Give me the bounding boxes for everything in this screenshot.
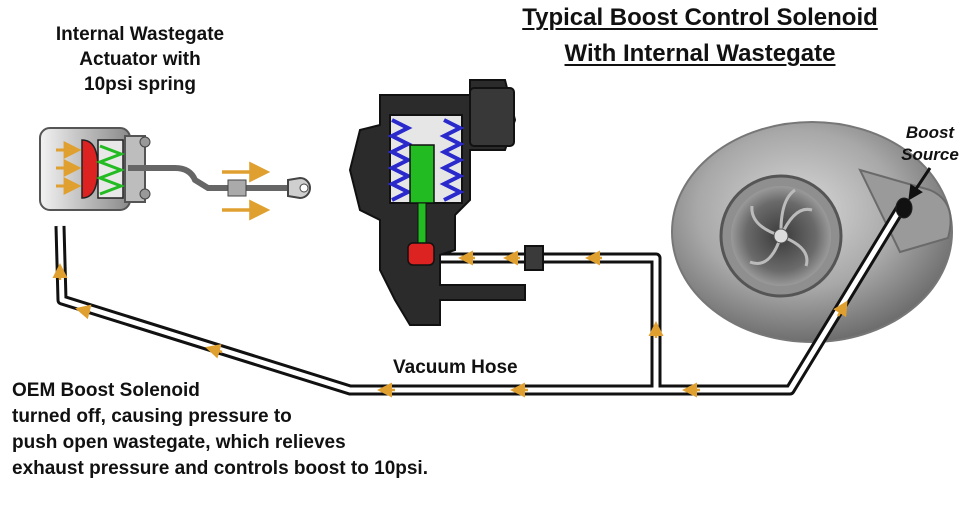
solenoid-plunger-stem: [417, 202, 427, 244]
solenoid-connector: [469, 87, 515, 147]
diagram-title-line-2: With Internal Wastegate: [564, 40, 836, 67]
rod-eyelet-hole: [299, 183, 309, 193]
actuator-bolt-bottom: [139, 188, 151, 200]
caption-line: exhaust pressure and controls boost to 1…: [12, 458, 428, 479]
boost-source-label-line: Source: [901, 145, 959, 164]
caption-line: turned off, causing pressure to: [12, 406, 292, 427]
caption: OEM Boost Solenoid turned off, causing p…: [12, 378, 428, 482]
boost-source-port: [895, 197, 913, 219]
boost-solenoid: [348, 79, 544, 326]
actuator-label-line: Internal Wastegate: [55, 24, 225, 45]
solenoid-spring-right: [439, 118, 465, 202]
boost-source-label-line: Boost: [905, 123, 955, 142]
caption-line: push open wastegate, which relieves: [12, 432, 346, 453]
actuator-rod: [128, 165, 290, 191]
solenoid-spring-left: [387, 118, 413, 202]
wastegate-actuator: [39, 127, 311, 221]
actuator-bolt-top: [139, 136, 151, 148]
solenoid-valve: [407, 242, 435, 266]
diagram-title-line-1: Typical Boost Control Solenoid: [522, 4, 878, 31]
vacuum-hose-label: Vacuum Hose: [393, 357, 518, 378]
boost-source-marker: [895, 167, 932, 219]
solenoid-plunger: [409, 144, 435, 204]
caption-line: OEM Boost Solenoid: [12, 380, 200, 401]
rod-eyelet: [287, 176, 311, 200]
actuator-label: Internal Wastegate Actuator with 10psi s…: [0, 22, 280, 97]
compressor-nut: [773, 228, 789, 244]
actuator-pressure-arrows: [56, 141, 82, 195]
actuator-label-line: 10psi spring: [84, 74, 196, 95]
turbocharger: [671, 121, 953, 343]
actuator-spring: [95, 144, 126, 196]
rod-motion-arrows: [222, 161, 271, 221]
rod-clip: [227, 179, 247, 197]
solenoid-nipple: [524, 245, 544, 271]
boost-source-label: Boost Source: [888, 122, 971, 166]
actuator-label-line: Actuator with: [79, 49, 201, 70]
boost-source-arrow: [908, 167, 932, 201]
hose-flow-arrows: [52, 250, 848, 398]
